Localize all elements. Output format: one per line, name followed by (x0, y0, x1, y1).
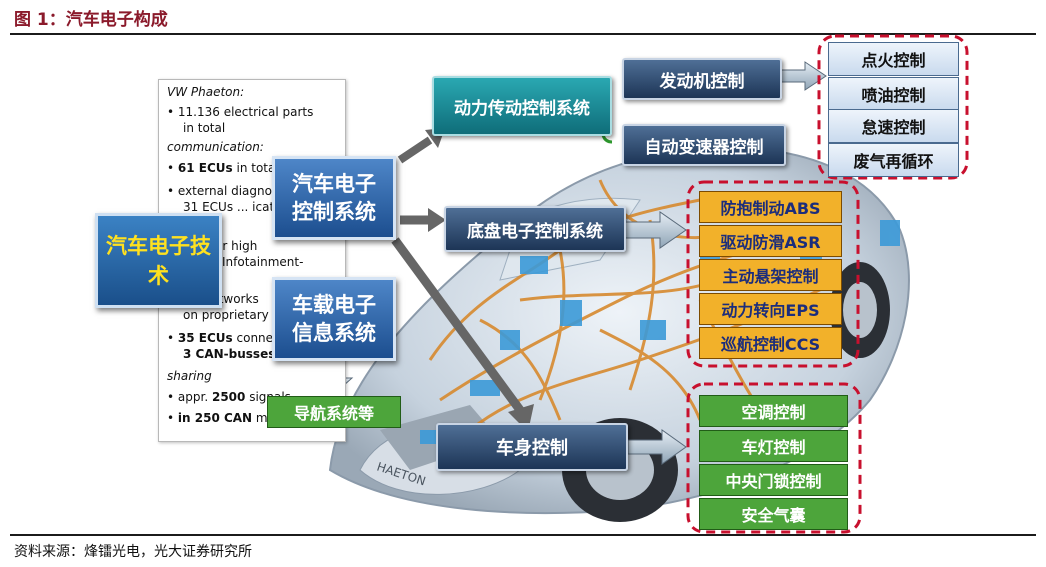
note-sig-bold: 2500 (211, 390, 246, 404)
list-item-suspension: 主动悬架控制 (699, 259, 842, 291)
top-rule (10, 33, 1036, 35)
block-arrows (624, 61, 827, 465)
note-parts-2: in total (183, 121, 226, 135)
note-ecus-rest: in total (232, 161, 279, 175)
node-chassis-control: 底盘电子控制系统 (444, 206, 626, 252)
list-item-injection: 喷油控制 (828, 77, 959, 111)
node-navigation: 导航系统等 (267, 396, 401, 428)
note-diag-text: external diagnostics (177, 184, 300, 198)
node-auto-electronics: 汽车电子技术 (95, 213, 222, 308)
note-item-parts: • 11.136 electrical parts (167, 105, 314, 119)
note-in250-bold: in 250 CAN (177, 411, 253, 425)
list-item-idle: 怠速控制 (828, 109, 959, 143)
list-item-abs: 防抱制动ABS (699, 191, 842, 223)
list-item-central-lock: 中央门锁控制 (699, 464, 848, 496)
list-item-airbag: 安全气囊 (699, 498, 848, 530)
note-item-diag: • external diagnostics (167, 184, 300, 198)
source-note: 资料来源：烽镭光电，光大证券研究所 (14, 544, 252, 560)
node-powertrain: 动力传动控制系统 (432, 76, 612, 136)
note-parts-text: 11.136 electrical parts (177, 105, 314, 119)
note-sharing-heading: sharing (167, 369, 212, 383)
list-item-egr: 废气再循环 (828, 143, 959, 177)
note-item-ecus: • 61 ECUs in total (167, 161, 279, 175)
node-info-system: 车载电子信息系统 (272, 277, 396, 361)
note-diag-2: 31 ECUs ... ication (183, 200, 293, 214)
node-engine-control: 发动机控制 (622, 58, 782, 100)
note-sub-2: on proprietary ... (183, 308, 285, 322)
figure-title: 图 1：汽车电子构成 (14, 10, 168, 30)
list-item-asr: 驱动防滑ASR (699, 225, 842, 257)
bottom-rule (10, 534, 1036, 536)
list-item-ignition: 点火控制 (828, 42, 959, 76)
node-control-system: 汽车电子控制系统 (272, 156, 396, 240)
node-body-control: 车身控制 (436, 423, 628, 471)
note-ecus-bold: 61 ECUs (177, 161, 233, 175)
note-can-2: 3 CAN-busses (183, 347, 276, 361)
dashed-groups (686, 34, 969, 534)
list-item-lights: 车灯控制 (699, 430, 848, 462)
note-comm-heading: communication: (167, 140, 264, 154)
list-item-ac: 空调控制 (699, 395, 848, 427)
note-sig-pre: appr. (177, 390, 212, 404)
list-item-ccs: 巡航控制CCS (699, 327, 842, 359)
node-transmission-control: 自动变速器控制 (622, 124, 786, 166)
note-can-bold: 35 ECUs (177, 331, 233, 345)
note-heading: VW Phaeton: (167, 85, 245, 99)
list-item-eps: 动力转向EPS (699, 293, 842, 325)
